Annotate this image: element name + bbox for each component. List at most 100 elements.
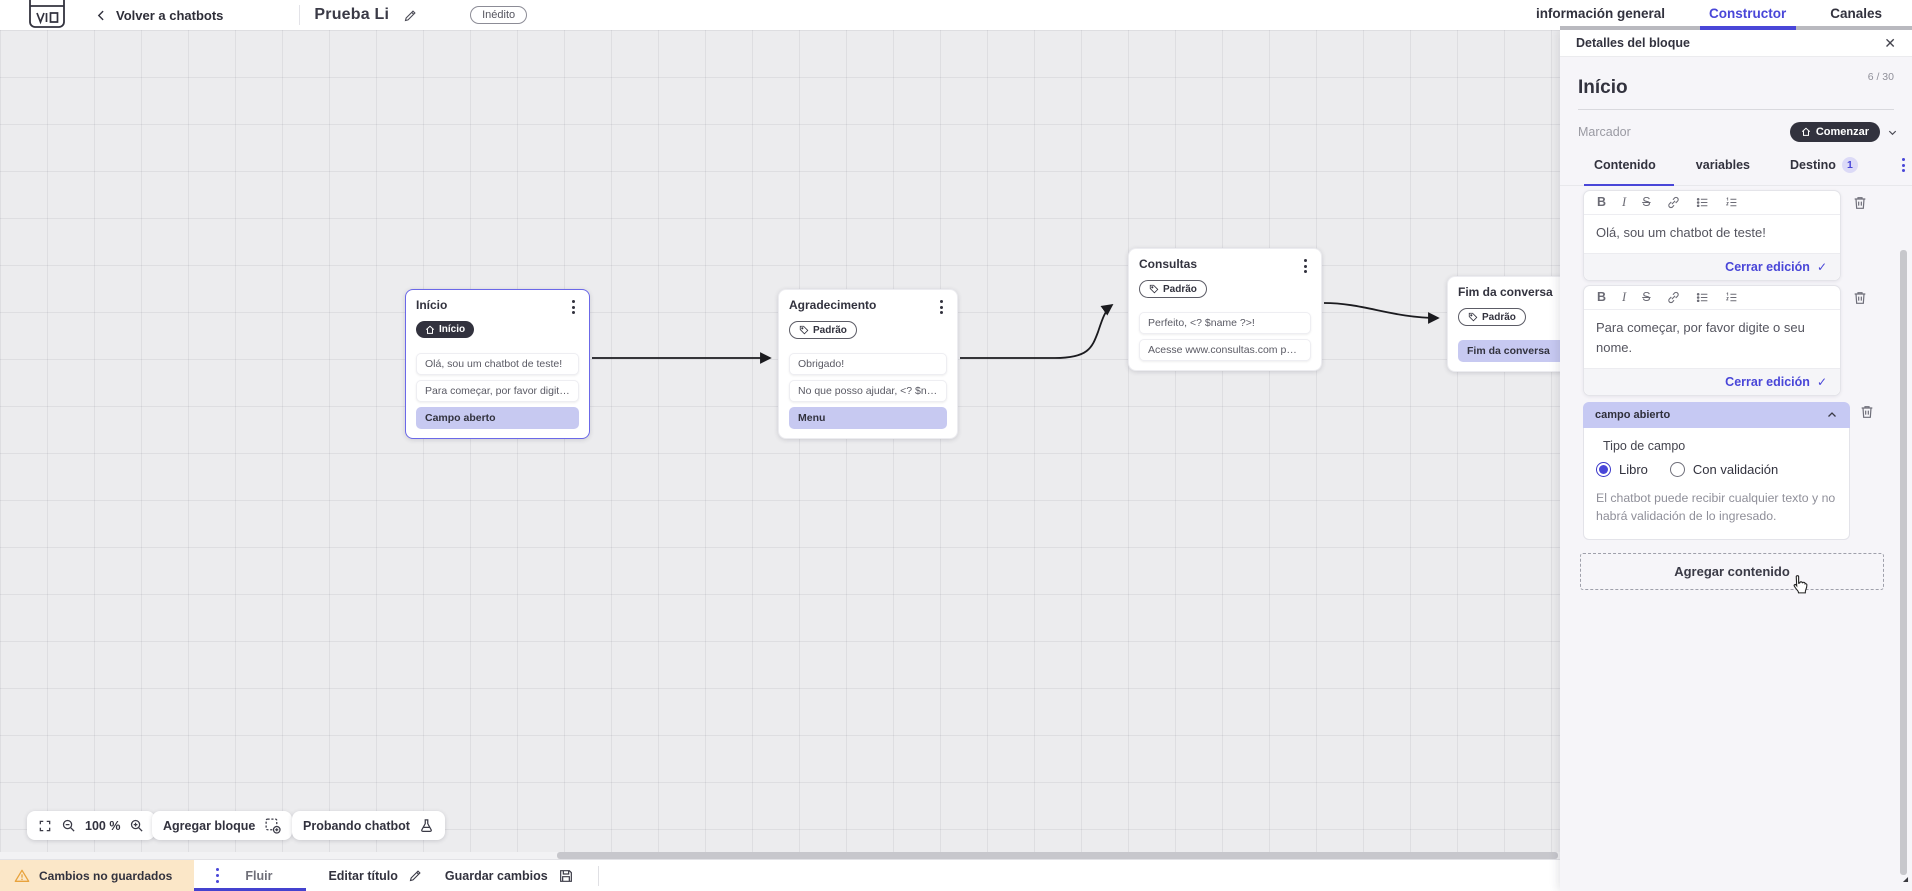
save-changes-label: Guardar cambios xyxy=(444,868,548,883)
block-item[interactable]: Acesse www.consultas.com par... xyxy=(1139,339,1311,361)
open-field-section: campo abierto Tipo de campo Libro Con va… xyxy=(1583,402,1850,540)
radio-selected-icon[interactable] xyxy=(1596,462,1611,477)
add-block-button[interactable]: Agregar bloque xyxy=(152,811,293,840)
editor-toolbar: B I S xyxy=(1584,191,1840,215)
add-content-label: Agregar contenido xyxy=(1674,564,1790,579)
field-type-label: Tipo de campo xyxy=(1603,439,1686,453)
divider xyxy=(597,865,599,886)
italic-icon[interactable]: I xyxy=(1622,290,1627,305)
tab-variables[interactable]: variables xyxy=(1695,158,1751,173)
save-changes-button[interactable]: Guardar cambios xyxy=(445,868,574,884)
main-nav-tabs: información general Constructor Canales xyxy=(1536,0,1882,27)
bold-icon[interactable]: B xyxy=(1597,290,1607,305)
test-chatbot-label: Probando chatbot xyxy=(303,818,410,833)
panel-menu-icon[interactable] xyxy=(1898,156,1909,174)
add-content-button[interactable]: Agregar contenido xyxy=(1580,553,1884,590)
block-item[interactable]: No que posso ajudar, <? $name ... xyxy=(789,380,947,402)
delete-content-icon[interactable] xyxy=(1852,290,1868,311)
marker-value-dropdown[interactable]: Comenzar xyxy=(1789,122,1880,142)
message-text[interactable]: Olá, sou um chatbot de teste! xyxy=(1596,225,1766,240)
edit-title-pencil-icon[interactable] xyxy=(403,8,418,23)
block-item[interactable]: Para começar, por favor digite o ... xyxy=(416,379,579,402)
active-tab-indicator xyxy=(1700,26,1796,30)
flow-block-inicio[interactable]: Início Início Olá, sou um chatbot de tes… xyxy=(405,289,590,439)
block-badge-padrao: Padrão xyxy=(789,321,857,339)
flow-block-agradecimento[interactable]: Agradecimento Padrão Obrigado! No que po… xyxy=(778,289,958,439)
strikethrough-icon[interactable]: S xyxy=(1642,290,1651,305)
numbered-list-icon[interactable] xyxy=(1725,291,1738,304)
block-title: Consultas xyxy=(1139,257,1198,271)
save-icon xyxy=(559,869,572,882)
radio-con-validacion[interactable]: Con validación xyxy=(1669,462,1779,477)
block-item[interactable]: Olá, sou um chatbot de teste! xyxy=(416,352,579,375)
fullscreen-icon[interactable] xyxy=(38,819,52,833)
flow-block-consultas[interactable]: Consultas Padrão Perfeito, <? $name ?>! … xyxy=(1128,248,1322,371)
block-menu-icon[interactable] xyxy=(1300,257,1311,275)
block-badge-padrao: Padrão xyxy=(1458,308,1526,326)
tab-canales[interactable]: Canales xyxy=(1830,6,1882,21)
edit-title-label: Editar título xyxy=(328,868,398,883)
close-panel-icon[interactable]: ✕ xyxy=(1884,35,1896,51)
tag-icon xyxy=(799,325,809,335)
radio-con-validacion-label: Con validación xyxy=(1692,462,1779,477)
check-icon: ✓ xyxy=(1816,375,1827,390)
italic-icon[interactable]: I xyxy=(1622,195,1627,210)
field-helper-text: El chatbot puede recibir cualquier texto… xyxy=(1596,491,1836,524)
delete-open-field-icon[interactable] xyxy=(1859,404,1875,425)
message-editor: B I S Para começar, por favor digite o s… xyxy=(1583,285,1841,397)
marker-label: Marcador xyxy=(1578,125,1631,139)
back-label: Volver a chatbots xyxy=(116,7,224,23)
edit-title-button[interactable]: Editar título xyxy=(328,868,422,883)
flow-menu-icon[interactable] xyxy=(212,866,223,884)
chevron-up-icon[interactable] xyxy=(1826,409,1838,421)
bottom-bar: Cambios no guardados Fluir Editar título… xyxy=(0,859,1560,891)
strikethrough-icon[interactable]: S xyxy=(1642,195,1651,210)
bold-icon[interactable]: B xyxy=(1597,195,1607,210)
bullet-list-icon[interactable] xyxy=(1696,196,1709,209)
zoom-in-icon[interactable] xyxy=(129,818,144,833)
block-name-input[interactable]: Início xyxy=(1578,77,1628,98)
block-item-fim[interactable]: Fim da conversa xyxy=(1458,340,1560,362)
flow-tab[interactable]: Fluir xyxy=(194,860,307,891)
radio-libro[interactable]: Libro xyxy=(1596,462,1648,477)
back-to-chatbots-button[interactable]: Volver a chatbots xyxy=(95,8,223,23)
panel-title: Detalles del bloque xyxy=(1576,36,1690,50)
resize-corner-icon xyxy=(1901,871,1910,889)
radio-unselected-icon[interactable] xyxy=(1669,462,1685,477)
open-field-header[interactable]: campo abierto xyxy=(1583,402,1850,428)
chatbot-title: Prueba Li xyxy=(314,6,390,23)
chevron-down-icon[interactable] xyxy=(1887,127,1898,138)
link-icon[interactable] xyxy=(1667,196,1680,209)
test-chatbot-button[interactable]: Probando chatbot xyxy=(292,811,445,840)
message-editor: B I S Olá, sou um chatbot de teste! Cerr… xyxy=(1583,190,1841,282)
link-icon[interactable] xyxy=(1667,291,1680,304)
active-panel-tab-indicator xyxy=(1584,183,1674,187)
flow-canvas[interactable]: Início Início Olá, sou um chatbot de tes… xyxy=(0,30,1560,852)
status-badge: Inédito xyxy=(470,6,528,24)
pencil-icon xyxy=(409,870,421,882)
horizontal-scrollbar-thumb[interactable] xyxy=(557,852,1558,859)
tab-informacion-general[interactable]: información general xyxy=(1535,6,1665,21)
close-edit-button[interactable]: Cerrar edición xyxy=(1725,260,1810,275)
block-menu-icon[interactable] xyxy=(936,298,947,316)
block-menu-icon[interactable] xyxy=(568,298,579,316)
vertical-scrollbar-thumb[interactable] xyxy=(1900,250,1907,875)
block-item-menu[interactable]: Menu xyxy=(789,407,947,429)
flow-block-fim-da-conversa[interactable]: Fim da conversa Padrão Fim da conversa xyxy=(1447,276,1560,372)
block-details-panel: Detalles del bloque ✕ Início 6 / 30 Marc… xyxy=(1560,30,1912,891)
block-item[interactable]: Perfeito, <? $name ?>! xyxy=(1139,312,1311,334)
tab-destino[interactable]: Destino 1 xyxy=(1790,157,1858,174)
block-item[interactable]: Obrigado! xyxy=(789,353,947,375)
bullet-list-icon[interactable] xyxy=(1696,291,1709,304)
delete-content-icon[interactable] xyxy=(1852,195,1868,216)
zoom-out-icon[interactable] xyxy=(61,818,76,833)
close-edit-button[interactable]: Cerrar edición xyxy=(1725,375,1810,390)
tab-constructor[interactable]: Constructor xyxy=(1708,6,1787,21)
radio-libro-label: Libro xyxy=(1619,462,1648,477)
block-item-campo-aberto[interactable]: Campo aberto xyxy=(416,406,579,429)
zoom-level: 100 % xyxy=(85,818,121,833)
message-text[interactable]: Para começar, por favor digite o seu nom… xyxy=(1596,320,1805,356)
tab-contenido[interactable]: Contenido xyxy=(1594,158,1656,173)
numbered-list-icon[interactable] xyxy=(1725,196,1738,209)
